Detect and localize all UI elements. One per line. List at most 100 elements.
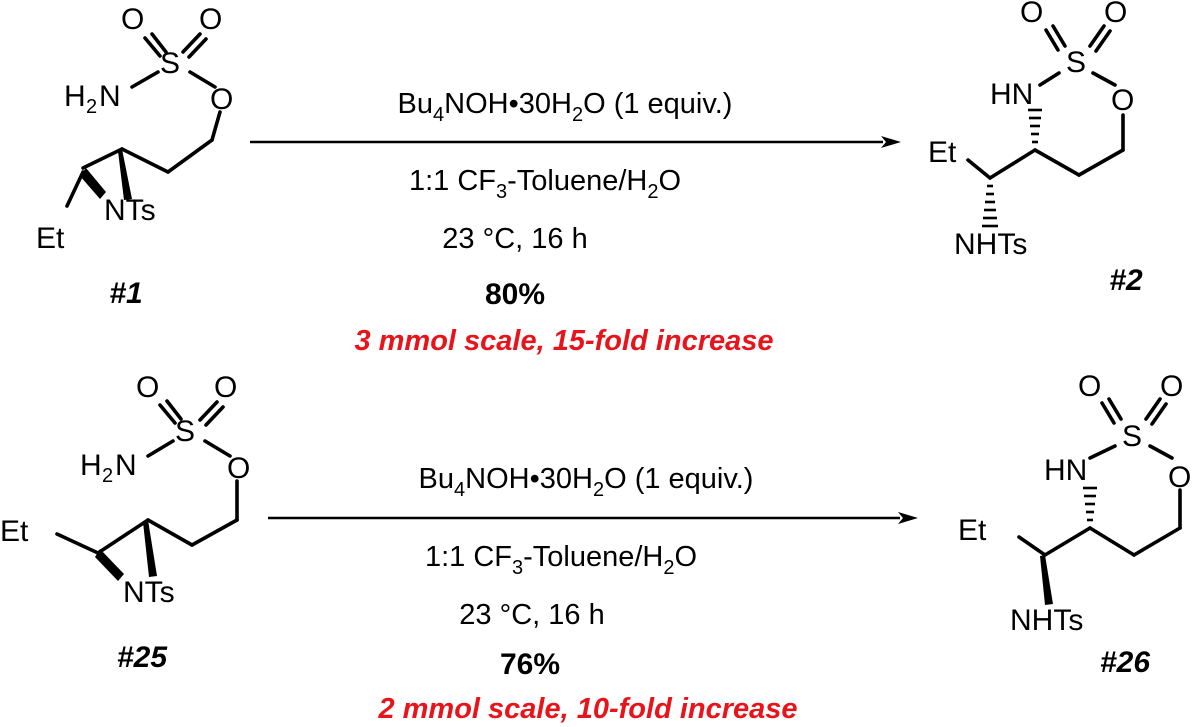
bond	[1051, 24, 1067, 48]
ethyl-label: Et	[0, 515, 29, 548]
product-2-structure: O O S HN O Et NHTs	[928, 0, 1134, 261]
temperature-time-text: 23 °C, 16 h	[459, 599, 604, 631]
bond	[130, 70, 160, 89]
wedge-bond	[118, 149, 132, 200]
bond	[120, 147, 170, 174]
bond	[1038, 71, 1061, 87]
yield-text: 80%	[485, 278, 545, 311]
bond	[1088, 526, 1136, 557]
reagent-text: Bu4NOH•30H2O (1 equiv.)	[398, 88, 733, 126]
bond	[1017, 535, 1047, 557]
atom-O: O	[1160, 370, 1183, 403]
scale-note: 3 mmol scale, 15-fold increase	[354, 325, 773, 357]
nts-label: NTs	[123, 576, 175, 609]
bond	[210, 110, 222, 142]
bond	[1091, 71, 1117, 87]
wedge-bond	[95, 549, 124, 581]
bond	[146, 439, 175, 458]
atom-O: O	[1020, 0, 1043, 29]
atom-O: O	[1104, 0, 1127, 29]
nts-label: NTs	[104, 194, 156, 227]
subscript: 2	[102, 465, 113, 487]
bond	[1043, 526, 1092, 557]
bond	[150, 32, 168, 54]
atom-O: O	[1078, 370, 1101, 403]
bond	[1100, 401, 1116, 425]
atom-S: S	[1122, 420, 1142, 453]
bond	[1148, 444, 1174, 460]
bond	[1033, 148, 1081, 177]
atom-O: O	[136, 371, 159, 404]
atom-O: O	[199, 3, 222, 36]
wedge-bond	[80, 168, 106, 199]
bond	[165, 399, 183, 421]
hn-label: HN	[1044, 454, 1087, 487]
bond	[65, 170, 85, 208]
atom-H: H	[80, 449, 102, 482]
hn-label: HN	[990, 78, 1033, 111]
bond	[55, 532, 100, 555]
atom-O: O	[1111, 84, 1134, 117]
bond	[158, 403, 177, 425]
bond	[1044, 28, 1060, 52]
bond	[188, 70, 217, 89]
bond	[198, 400, 219, 422]
atom-O: O	[214, 371, 237, 404]
atom-O: O	[210, 83, 233, 116]
bond	[190, 518, 239, 547]
subscript: 2	[86, 96, 97, 118]
compound-label: #26	[1100, 646, 1150, 679]
hashed-bond	[1028, 108, 1042, 144]
bond	[181, 32, 202, 54]
atom-N: N	[99, 80, 121, 113]
reaction-1: O O S H 2 N O NTs Et #1 Bu4NOH•30H2O (1 …	[36, 0, 1143, 357]
hashed-bond	[982, 184, 998, 228]
atom-O: O	[121, 3, 144, 36]
solvent-text: 1:1 CF3-Toluene/H2O	[425, 541, 697, 579]
bond	[988, 148, 1037, 180]
reaction-2: O O S H 2 N O Et NTs #25 Bu4NOH•30H2O (1…	[0, 370, 1191, 725]
temperature-time-text: 23 °C, 16 h	[442, 223, 587, 255]
reagent-text: Bu4NOH•30H2O (1 equiv.)	[419, 463, 754, 501]
ethyl-label: Et	[36, 222, 65, 255]
atom-S: S	[160, 47, 180, 80]
wedge-bond	[143, 520, 157, 577]
solvent-text: 1:1 CF3-Toluene/H2O	[409, 165, 681, 203]
reactant-25-structure: O O S H 2 N O Et NTs	[0, 371, 250, 609]
bond	[203, 439, 232, 458]
bond	[81, 147, 124, 170]
compound-label: #25	[117, 641, 168, 674]
bond	[146, 518, 194, 547]
nhts-label: NHTs	[954, 228, 1027, 261]
bond	[1150, 402, 1168, 426]
bond	[96, 518, 150, 555]
bond	[143, 36, 162, 58]
bond	[1088, 444, 1117, 460]
ethyl-label: Et	[928, 136, 957, 169]
atom-N: N	[115, 449, 137, 482]
bond	[966, 158, 992, 180]
bond	[204, 405, 225, 427]
atom-O: O	[227, 452, 250, 485]
bond	[1144, 397, 1162, 421]
scale-note: 2 mmol scale, 10-fold increase	[377, 693, 797, 725]
atom-S: S	[1066, 46, 1086, 79]
hashed-bond	[1083, 486, 1097, 522]
bond	[1088, 24, 1106, 48]
bond	[166, 138, 214, 174]
wedge-bond	[1040, 555, 1053, 605]
atom-H: H	[64, 80, 86, 113]
compound-label: #2	[1109, 264, 1143, 297]
atom-O: O	[1168, 461, 1191, 494]
yield-text: 76%	[500, 648, 560, 681]
nhts-label: NHTs	[1010, 604, 1083, 637]
bond	[1094, 29, 1112, 53]
ethyl-label: Et	[958, 514, 987, 547]
bond	[1132, 526, 1182, 557]
reactant-1-structure: O O S H 2 N O NTs Et	[36, 3, 233, 255]
atom-S: S	[175, 415, 195, 448]
product-26-structure: O O S HN O Et NHTs	[958, 370, 1191, 637]
bond	[187, 37, 208, 59]
bond	[1107, 397, 1123, 421]
